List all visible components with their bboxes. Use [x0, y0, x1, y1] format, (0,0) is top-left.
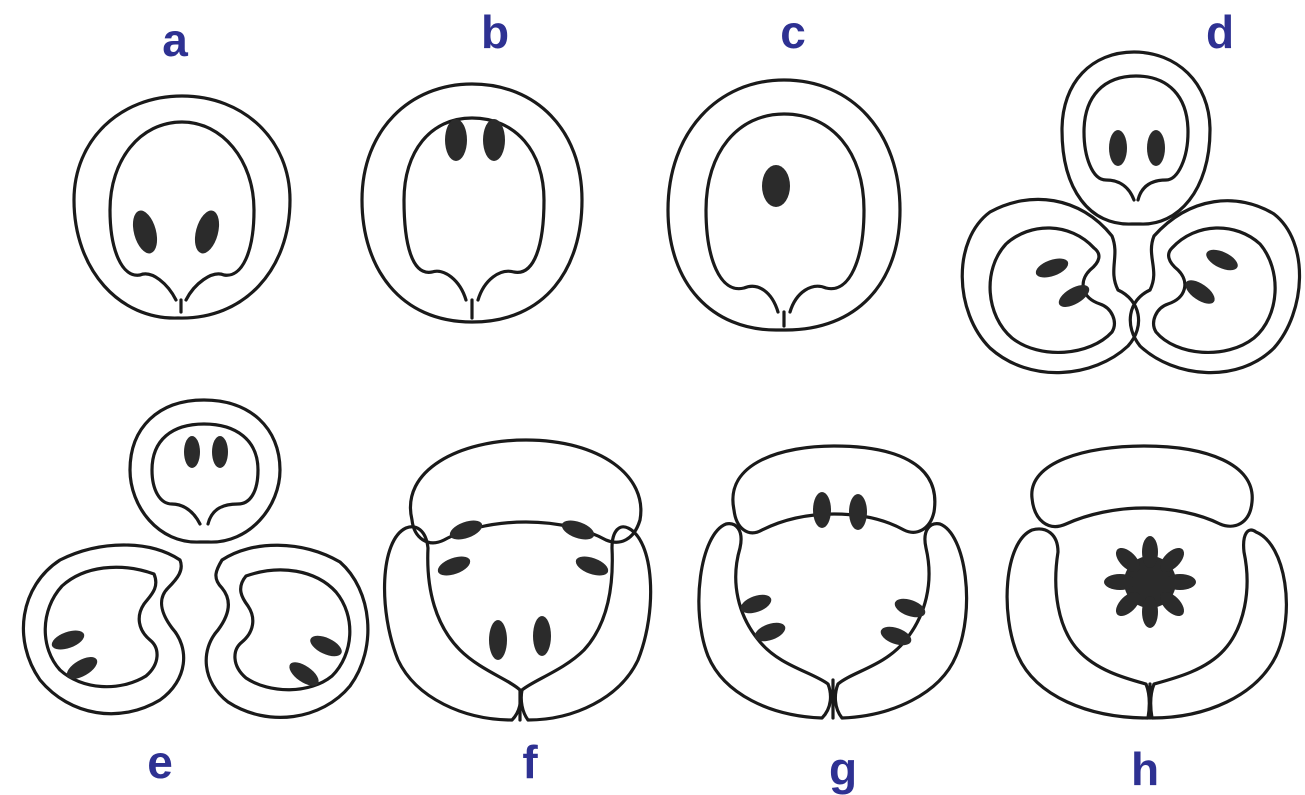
ovule	[533, 616, 551, 656]
ovule	[878, 623, 914, 649]
ovule	[49, 627, 86, 654]
ovule	[184, 436, 200, 468]
label-h: h	[1131, 743, 1159, 795]
ovule	[307, 632, 345, 661]
ovule	[483, 119, 505, 161]
central-placenta	[1104, 536, 1196, 628]
ovule	[892, 595, 928, 621]
ovule	[1147, 130, 1165, 166]
label-d: d	[1206, 6, 1234, 58]
ovule	[849, 494, 867, 530]
ovule	[1109, 130, 1127, 166]
ovule	[63, 653, 100, 684]
label-e: e	[147, 736, 173, 788]
ovule	[1203, 246, 1241, 275]
label-f: f	[522, 736, 538, 788]
ovary-diagram-d	[962, 52, 1299, 373]
ovule	[573, 553, 610, 580]
ovule	[489, 620, 507, 660]
ovule	[129, 208, 162, 256]
ovary-diagram-a	[74, 96, 290, 318]
label-g: g	[829, 743, 857, 795]
ovule	[813, 492, 831, 528]
ovary-diagram-g	[699, 446, 967, 718]
ovule	[762, 165, 790, 207]
label-a: a	[162, 14, 188, 66]
ovule	[1181, 276, 1218, 309]
ovule	[212, 436, 228, 468]
label-b: b	[481, 6, 509, 58]
ovary-diagram-f	[385, 440, 651, 720]
ovule	[447, 517, 484, 544]
ovary-diagram-c	[668, 80, 900, 330]
ovule	[559, 517, 596, 544]
ovary-diagram-h	[1007, 446, 1286, 718]
ovary-diagram-b	[362, 84, 582, 322]
ovule	[1033, 255, 1070, 282]
ovule	[445, 119, 467, 161]
ovule	[435, 553, 472, 580]
label-c: c	[780, 6, 806, 58]
ovule	[191, 208, 224, 256]
ovary-diagram-e	[23, 400, 367, 717]
